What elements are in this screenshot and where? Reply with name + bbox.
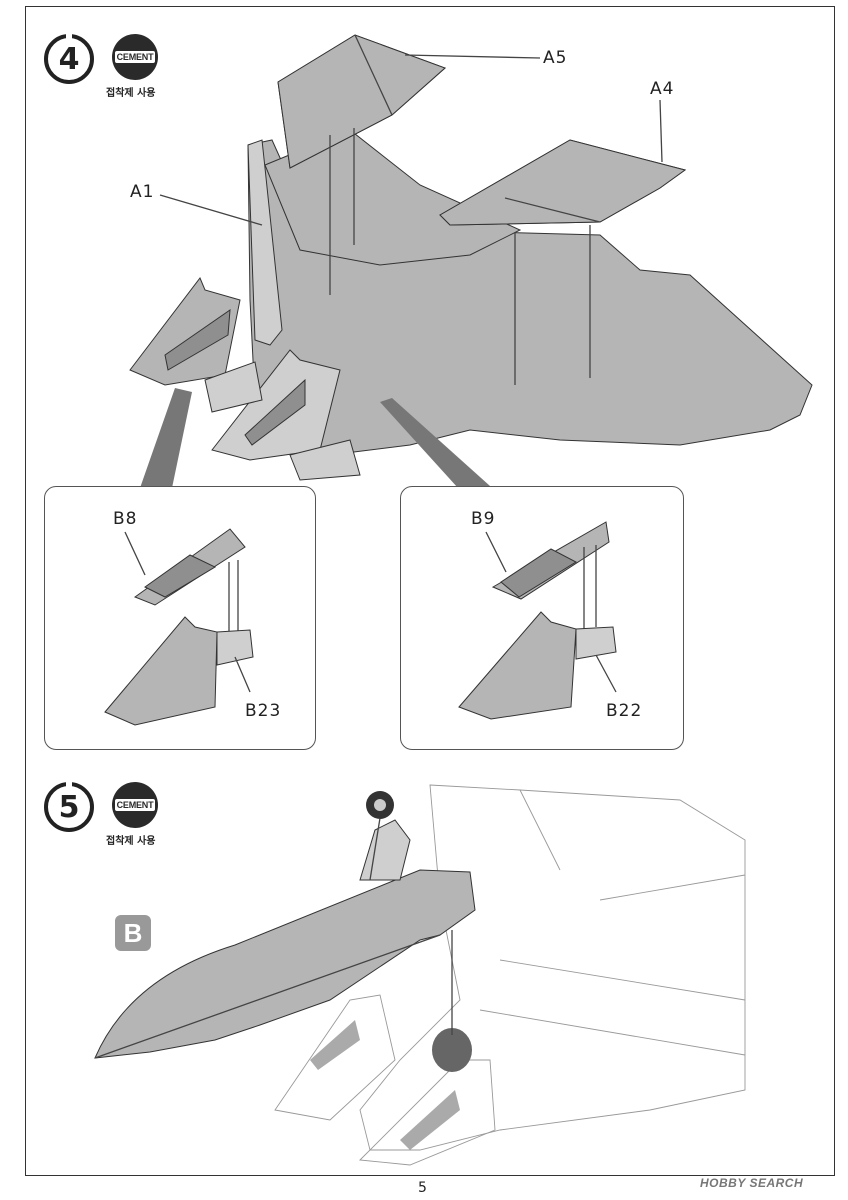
label-b9: B9: [471, 509, 496, 529]
cement-icon: CEMENT: [112, 34, 158, 80]
label-a4: A4: [650, 79, 675, 99]
leader-b8: [124, 531, 146, 576]
cement-label: CEMENT: [114, 51, 156, 63]
label-a5: A5: [543, 48, 568, 68]
leader-b9: [485, 531, 507, 573]
intake-base-right: [289, 439, 361, 481]
intake-right-grid: [244, 378, 306, 446]
intake-b22: [458, 611, 577, 720]
part-b8-grid: [144, 554, 217, 598]
step-4-badge: 4: [44, 33, 94, 84]
leader-b22: [595, 654, 617, 693]
detail-box-right: B9 B22: [400, 486, 684, 750]
a4-panel-line: [504, 197, 601, 223]
part-b9-grid: [500, 548, 578, 598]
page-frame: [25, 6, 835, 1176]
step-5-badge: 5: [44, 781, 94, 832]
step-4-number: 4: [58, 41, 80, 77]
cement-sub-label: 접착제 사용: [106, 836, 156, 847]
detail-right-diagram: [458, 521, 617, 720]
sub-assembly-b-badge: B: [115, 915, 151, 951]
watermark: HOBBY SEARCH: [700, 1176, 804, 1190]
detail-left-diagram: [104, 528, 254, 726]
page-number: 5: [418, 1180, 427, 1196]
a5-panel-line: [354, 34, 393, 116]
intake-left-grid: [164, 308, 231, 371]
leader-b23: [234, 656, 251, 693]
step-4-diagram: [129, 34, 813, 488]
step-5-number: 5: [58, 789, 80, 825]
cement-icon: CEMENT: [112, 782, 158, 828]
intake-b23: [104, 616, 218, 726]
intake-left: [129, 277, 241, 386]
label-b22: B22: [606, 701, 643, 721]
part-b23: [216, 629, 254, 666]
label-b23: B23: [245, 701, 282, 721]
tail-a1: [247, 139, 283, 346]
part-b22: [575, 626, 617, 660]
part-a5: [277, 34, 446, 169]
leader-a1: [159, 194, 263, 226]
part-a4: [439, 139, 687, 226]
label-b8: B8: [113, 509, 138, 529]
leader-a4: [659, 99, 663, 163]
label-a1: A1: [130, 182, 155, 202]
detail-box-left: B8 B23: [44, 486, 316, 750]
leader-a5: [404, 54, 541, 59]
zoom-wedge-left: [140, 388, 192, 488]
zoom-wedge-right: [380, 398, 490, 488]
cement-label: CEMENT: [114, 799, 156, 811]
cement-sub-label: 접착제 사용: [106, 88, 156, 99]
tail-fin-area: [264, 129, 522, 266]
intake-base-left: [204, 361, 263, 413]
intake-right: [211, 349, 341, 461]
